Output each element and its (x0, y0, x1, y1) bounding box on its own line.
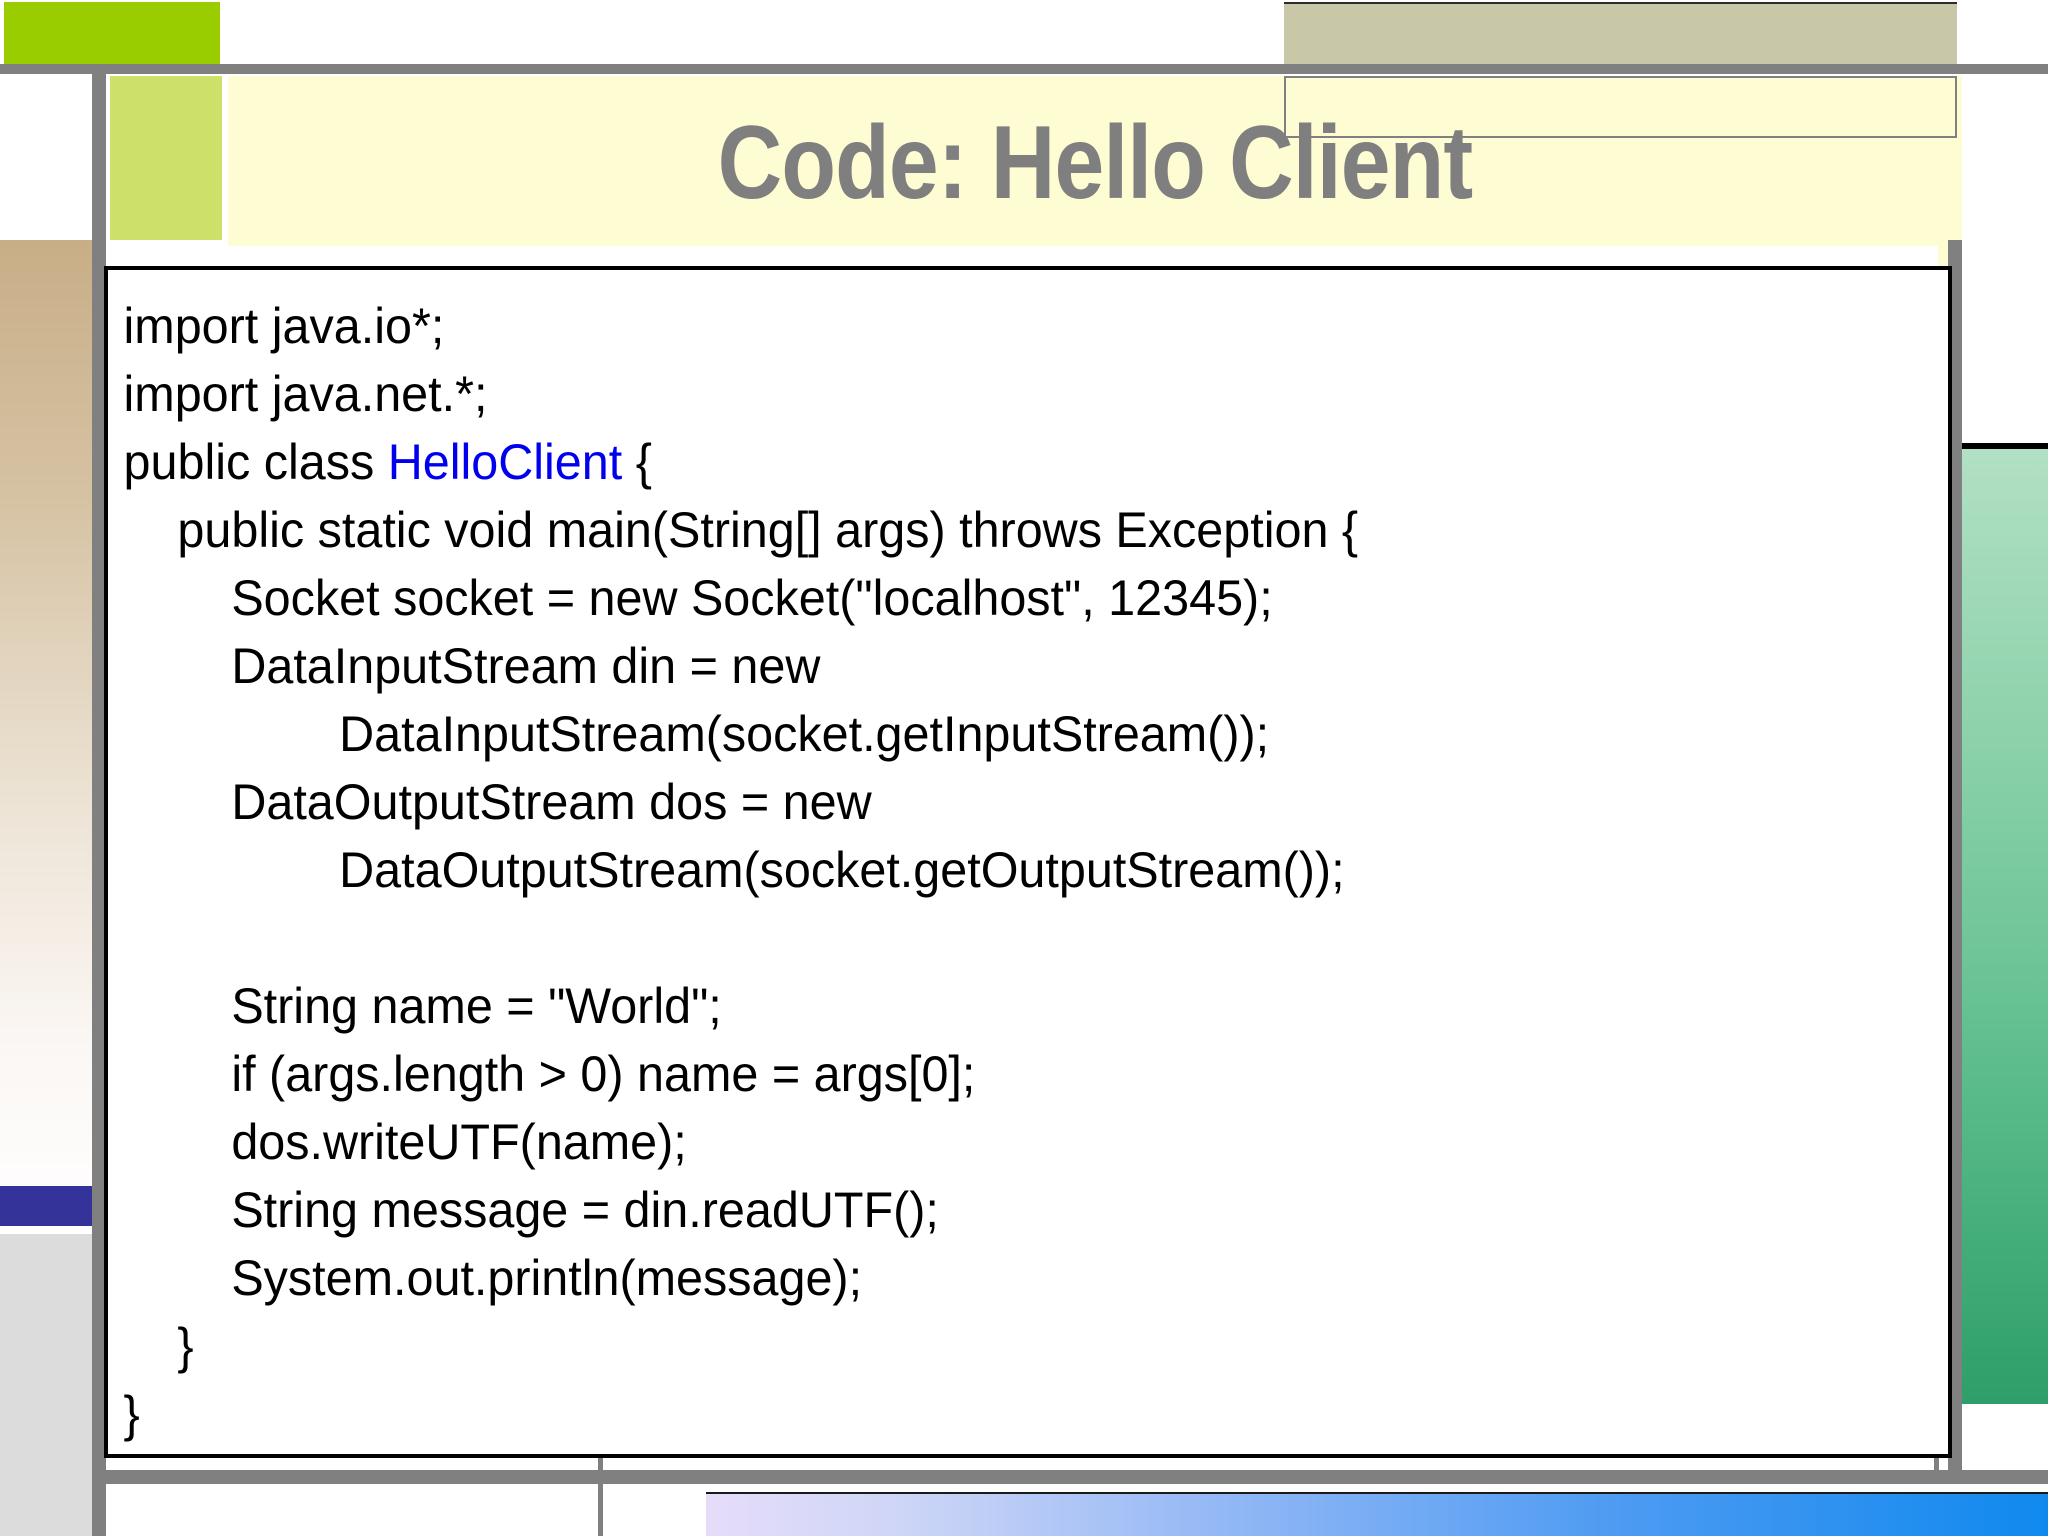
decor-rule-horizontal-top (0, 64, 2048, 74)
code-listing: import java.io*; import java.net.*; publ… (108, 270, 1893, 1448)
code-block-container: import java.io*; import java.net.*; publ… (104, 266, 1952, 1458)
code-line-4: public static void main(String[] args) t… (123, 502, 1359, 558)
decor-second-row-white-cell (0, 76, 92, 240)
decor-rule-vertical-left-top (92, 64, 106, 240)
decor-left-gray-block (0, 1234, 92, 1536)
decor-rule-horizontal-bottom (106, 1470, 2048, 1484)
decor-right-green-gradient-strip (1962, 443, 2048, 1404)
decor-bottom-divider-2 (598, 1484, 603, 1536)
code-line-8: DataOutputStream dos = new (123, 774, 872, 830)
decor-top-white-band (228, 2, 1276, 64)
code-line-13: String message = din.readUTF(); (123, 1182, 939, 1238)
code-class-name: HelloClient (387, 434, 623, 490)
code-line-11: if (args.length > 0) name = args[0]; (123, 1046, 976, 1102)
decor-right-edge-cell-1 (1968, 76, 2048, 138)
code-line-3c: { (622, 434, 652, 490)
code-line-3a: public class (123, 434, 388, 490)
decor-right-edge-cell-2 (1968, 146, 2048, 436)
decor-bottom-blue-gradient-bar (706, 1492, 2048, 1536)
code-line-5: Socket socket = new Socket("localhost", … (123, 570, 1273, 626)
code-line-14: System.out.println(message); (123, 1250, 863, 1306)
decor-left-blue-bar (0, 1186, 92, 1226)
code-line-7: DataInputStream(socket.getInputStream())… (123, 706, 1270, 762)
code-line-1: import java.io*; (123, 298, 445, 354)
code-line-15: } (123, 1318, 194, 1374)
decor-top-left-green-square (4, 2, 220, 64)
code-line-9: DataOutputStream(socket.getOutputStream(… (123, 842, 1345, 898)
decor-top-khaki-block (1284, 2, 1957, 66)
decor-left-tan-gradient-strip (0, 240, 92, 1190)
code-line-12: dos.writeUTF(name); (123, 1114, 687, 1170)
code-line-10: String name = "World"; (123, 978, 722, 1034)
code-line-2: import java.net.*; (123, 366, 488, 422)
decor-header-right-cell (1284, 76, 1957, 138)
decor-title-band (228, 76, 1276, 246)
code-blank-line (124, 904, 1893, 972)
decor-top-right-cell (1968, 2, 2048, 64)
code-line-16: } (123, 1386, 140, 1442)
code-line-6: DataInputStream din = new (123, 638, 821, 694)
decor-second-row-green-square (110, 76, 222, 240)
page-title: Code: Hello Client (717, 105, 1474, 221)
decor-rule-vertical-left (92, 240, 106, 1536)
